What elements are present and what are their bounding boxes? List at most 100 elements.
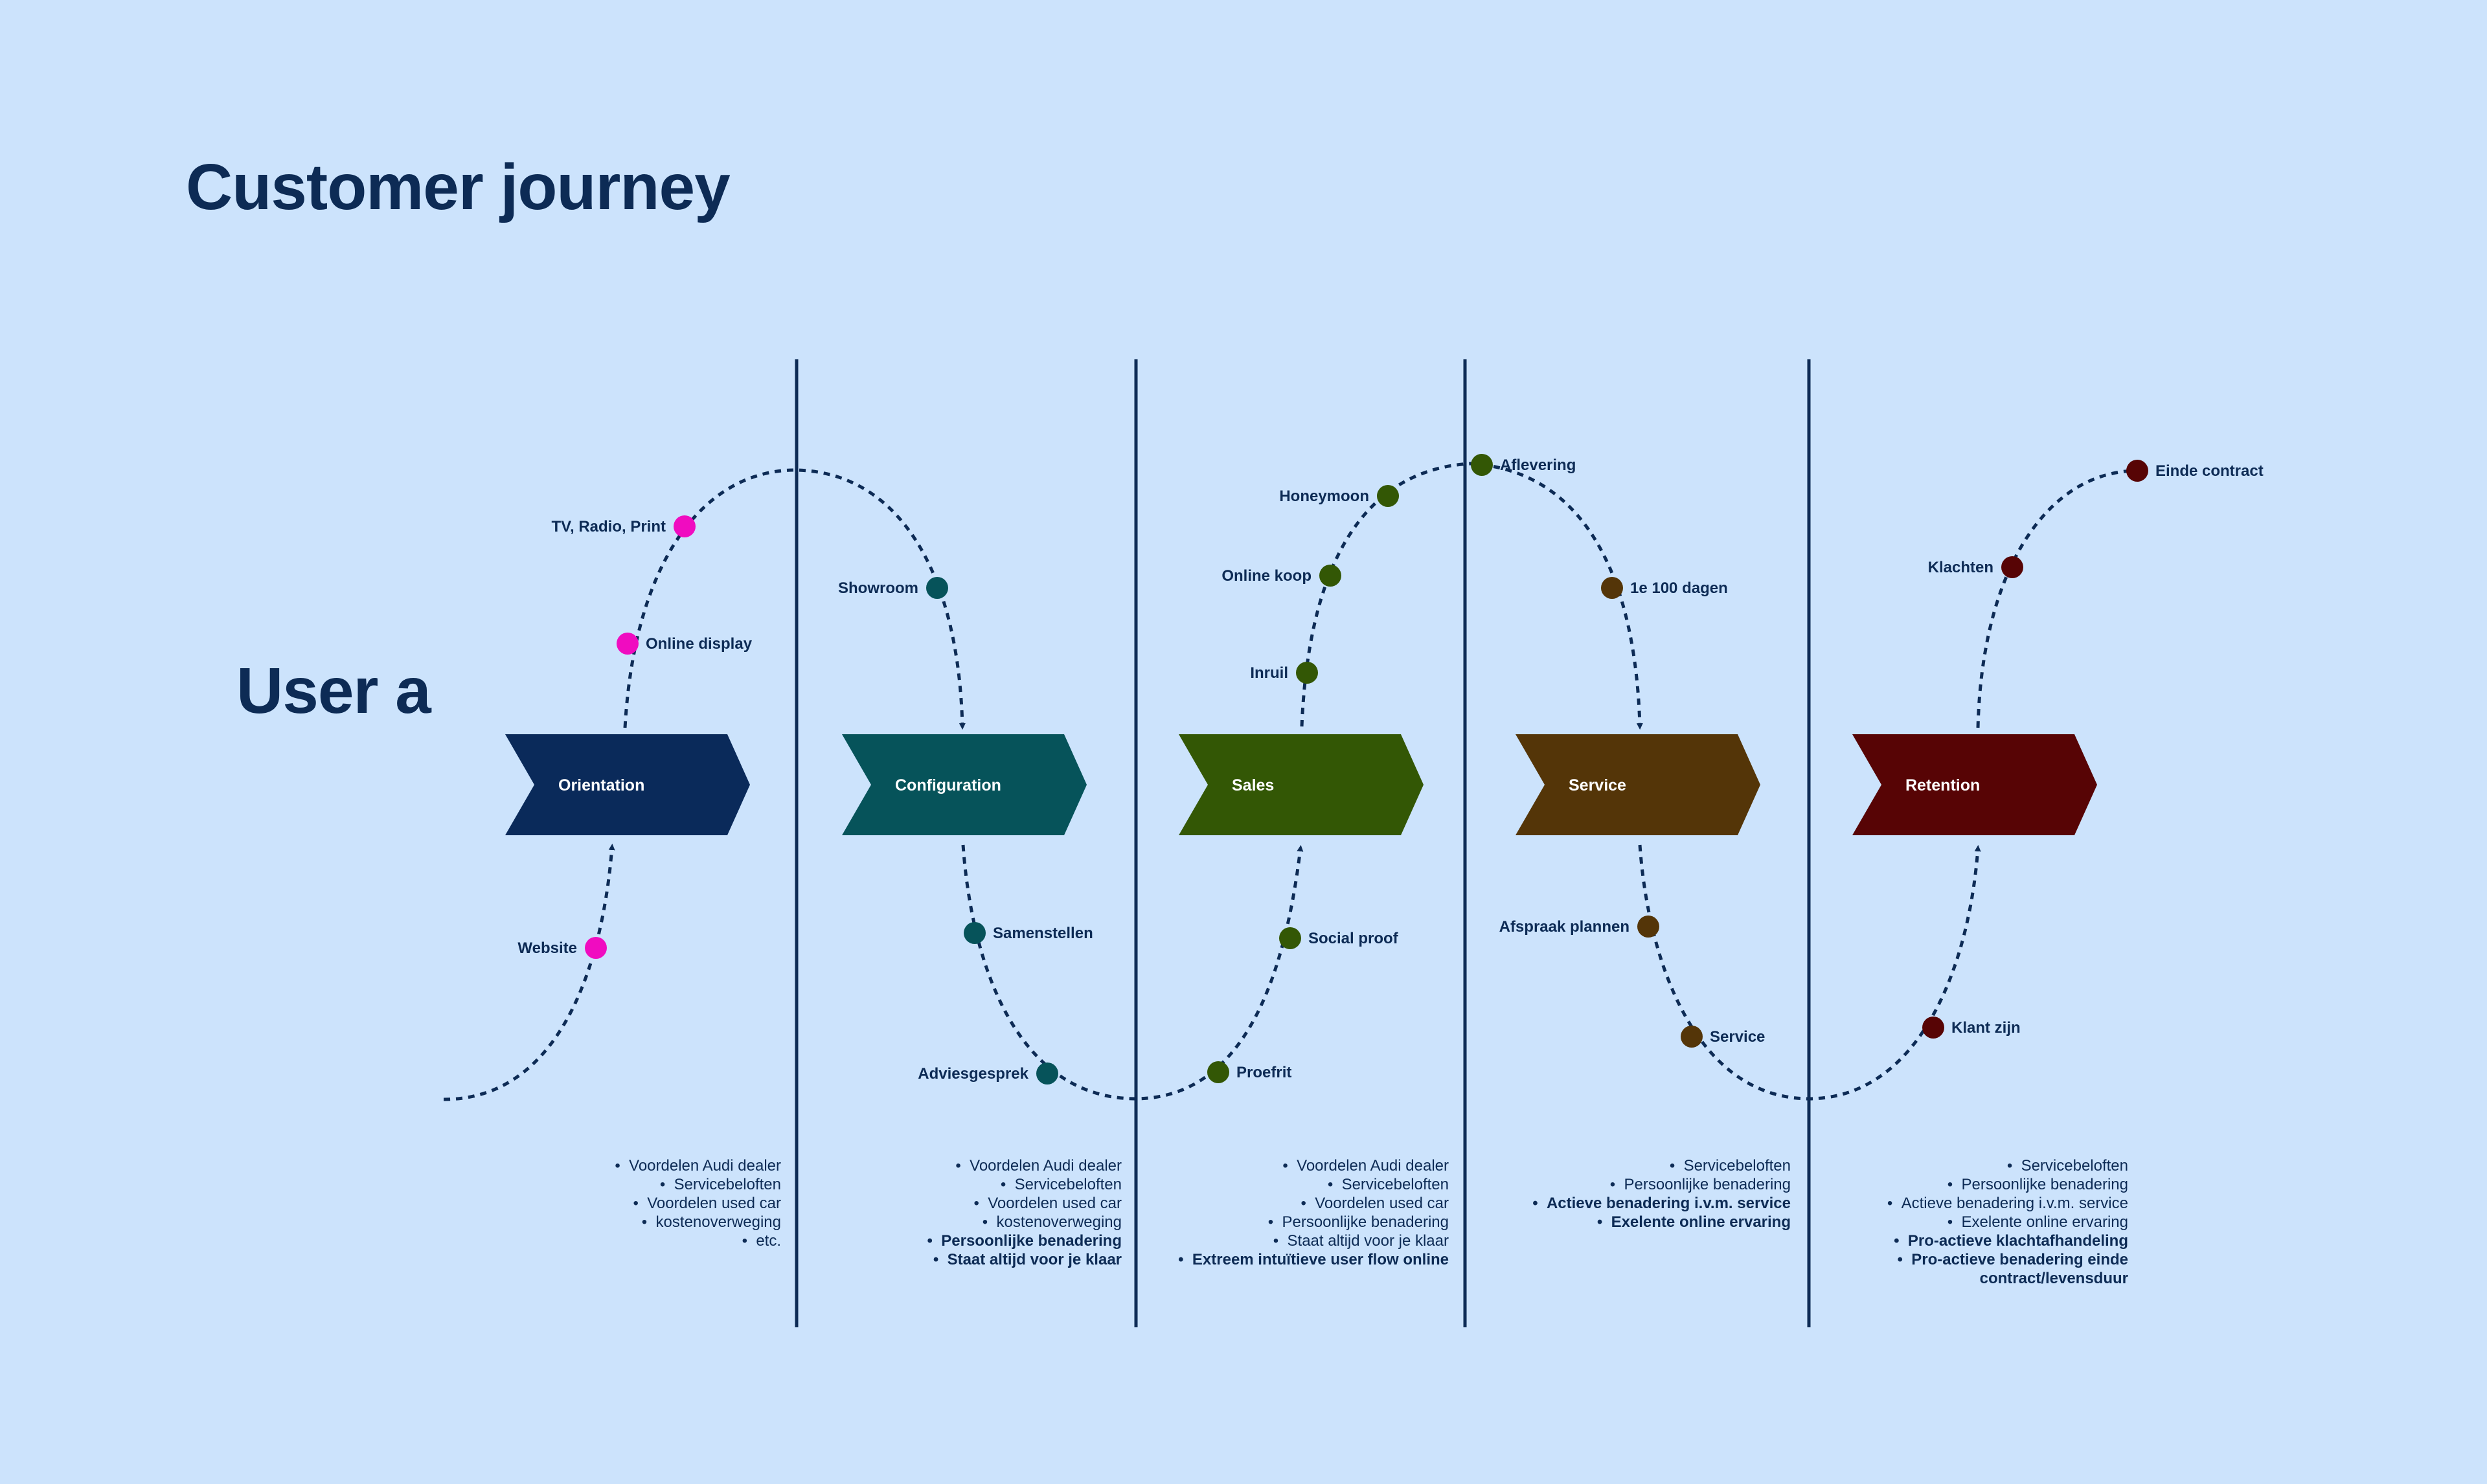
touchpoint-dot (1637, 916, 1659, 938)
touchpoint-dot (1319, 565, 1341, 587)
path-bottom-wave (443, 844, 615, 1101)
touchpoint-label: Online display (646, 635, 753, 653)
stage-orientation: Orientation (505, 734, 750, 835)
stage-chevron (505, 734, 750, 835)
note-item: Actieve benadering i.v.m. service (1887, 1194, 2128, 1213)
touchpoint-1e-100-dagen: 1e 100 dagen (1601, 577, 1728, 599)
touchpoint-dot (926, 577, 948, 599)
note-item: Voordelen Audi dealer (1178, 1156, 1449, 1175)
touchpoint-samenstellen: Samenstellen (964, 922, 1093, 944)
touchpoint-dot (1681, 1026, 1703, 1048)
touchpoint-label: Adviesgesprek (918, 1065, 1028, 1083)
touchpoint-dot (2001, 556, 2023, 578)
stage-label: Orientation (558, 776, 644, 794)
note-item: Servicebeloften (927, 1175, 1122, 1194)
touchpoint-label: TV, Radio, Print (552, 518, 666, 535)
note-item: Servicebeloften (1178, 1175, 1449, 1194)
touchpoint-dot (1601, 577, 1623, 599)
touchpoint-label: Afspraak plannen (1499, 918, 1630, 936)
stage-notes-3: Voordelen Audi dealerServicebeloftenVoor… (1178, 1156, 1449, 1269)
touchpoint-label: Showroom (838, 579, 918, 597)
touchpoint-dot (1036, 1062, 1058, 1085)
stage-notes-4: ServicebeloftenPersoonlijke benaderingAc… (1532, 1156, 1791, 1231)
touchpoint-label: Online koop (1221, 567, 1312, 585)
touchpoint-label: Samenstellen (993, 925, 1093, 942)
touchpoint-online-koop: Online koop (1221, 565, 1341, 587)
note-item: Staat altijd voor je klaar (927, 1250, 1122, 1269)
note-item: Exelente online ervaring (1532, 1213, 1791, 1231)
note-item: Voordelen used car (615, 1194, 781, 1213)
touchpoint-label: Klachten (1928, 559, 1993, 576)
touchpoint-proefrit: Proefrit (1207, 1061, 1291, 1083)
path-mid-down (961, 844, 1304, 1101)
touchpoints: Website Online display TV, Radio, PrintSho… (517, 454, 2264, 1085)
note-item: Servicebeloften (1532, 1156, 1791, 1175)
stage-chevron (1179, 734, 1424, 835)
note-item: Persoonlijke benadering (1532, 1175, 1791, 1194)
touchpoint-dot (1922, 1017, 1944, 1039)
touchpoint-klachten: Klachten (1928, 556, 2023, 578)
stage-dividers (795, 359, 1811, 1327)
path-service-down (1638, 844, 1981, 1101)
touchpoint-label: Inruil (1250, 664, 1288, 682)
note-item: contract/levensduur (1979, 1270, 2128, 1287)
touchpoint-website: Website (517, 937, 607, 959)
touchpoint-label: Proefrit (1236, 1064, 1291, 1081)
note-item: etc. (615, 1231, 781, 1250)
note-item: Staat altijd voor je klaar (1178, 1231, 1449, 1250)
touchpoint-label: Social proof (1308, 930, 1399, 947)
touchpoint-label: Einde contract (2155, 462, 2264, 480)
touchpoint-dot (1279, 927, 1301, 949)
stage-notes-2: Voordelen Audi dealerServicebeloftenVoor… (927, 1156, 1122, 1269)
touchpoint-label: Aflevering (1500, 456, 1576, 474)
stage-chevron (1852, 734, 2097, 835)
touchpoint-dot (1296, 662, 1318, 684)
stage-label: Configuration (895, 776, 1001, 794)
stage-chevron (842, 734, 1087, 835)
note-item: Exelente online ervaring (1887, 1213, 2129, 1231)
page-title: Customer journey (186, 151, 731, 223)
touchpoint-dot (1377, 485, 1399, 507)
touchpoint-showroom: Showroom (838, 577, 948, 599)
stage-chevrons: Orientation Configuration Sales Service Rete… (505, 734, 2097, 835)
touchpoint-service: Service (1681, 1026, 1765, 1048)
stage-chevron (1516, 734, 1760, 835)
stage-service: Service (1516, 734, 1760, 835)
stage-sales: Sales (1179, 734, 1424, 835)
stage-notes-5: ServicebeloftenPersoonlijke benaderingAc… (1887, 1156, 2128, 1288)
touchpoint-label: Website (517, 939, 577, 957)
touchpoint-dot (674, 515, 696, 537)
touchpoint-einde-contract: Einde contract (2126, 460, 2264, 482)
touchpoint-dot (1471, 454, 1493, 476)
touchpoint-label: 1e 100 dagen (1630, 579, 1728, 597)
note-item: kostenoverweging (615, 1213, 781, 1231)
touchpoint-dot (617, 633, 639, 655)
note-item: Persoonlijke benadering (1178, 1213, 1449, 1231)
note-item: Pro-actieve benadering einde (1887, 1250, 2128, 1269)
note-item: Servicebeloften (1887, 1156, 2128, 1175)
note-item: Voordelen Audi dealer (615, 1156, 781, 1175)
touchpoint-dot (1207, 1061, 1229, 1083)
touchpoint-label: Klant zijn (1951, 1019, 2021, 1037)
touchpoint-inruil: Inruil (1250, 662, 1318, 684)
note-item: Persoonlijke benadering (1887, 1175, 2128, 1194)
touchpoint-honeymoon: Honeymoon (1279, 485, 1399, 507)
note-item: Pro-actieve klachtafhandeling (1887, 1231, 2128, 1250)
note-item: Servicebeloften (615, 1175, 781, 1194)
touchpoint-tv-radio-print: TV, Radio, Print (552, 515, 696, 537)
note-item: Persoonlijke benadering (927, 1231, 1122, 1250)
touchpoint-social-proof: Social proof (1279, 927, 1399, 949)
note-item: Voordelen used car (927, 1194, 1122, 1213)
note-item: Extreem intuïtieve user flow online (1178, 1250, 1449, 1269)
touchpoint-dot (585, 937, 607, 959)
stage-label: Retention (1905, 776, 1980, 794)
note-item: Voordelen used car (1178, 1194, 1449, 1213)
note-item: Actieve benadering i.v.m. service (1532, 1194, 1791, 1213)
path-retention-up (1976, 469, 2136, 728)
stage-notes-1: Voordelen Audi dealerServicebeloftenVoor… (615, 1156, 781, 1250)
note-item: Voordelen Audi dealer (927, 1156, 1122, 1175)
touchpoint-dot (2126, 460, 2148, 482)
stage-configuration: Configuration (842, 734, 1087, 835)
touchpoint-label: Honeymoon (1279, 488, 1369, 505)
